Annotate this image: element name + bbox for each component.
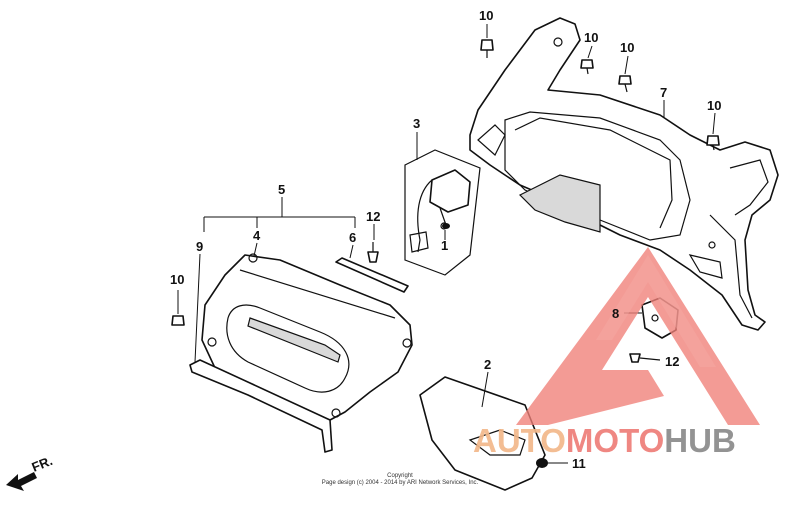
callout-10-c: 10 [620,40,634,55]
screw-10-a [480,39,494,58]
screw-10-b [580,59,594,75]
watermark-hub: HUB [664,422,736,459]
callout-10-d: 10 [707,98,721,113]
screw-12-a [367,242,379,263]
watermark-triangle-logo [516,247,760,425]
svg-text:AUTOMOTOHUB: AUTOMOTOHUB [473,422,736,459]
callout-12-b: 12 [665,354,679,369]
watermark-moto: MOTO [566,422,664,459]
fr-label: FR. [30,453,55,475]
front-direction-marker: FR. [6,453,55,491]
watermark-auto: AUTO [473,422,566,459]
wire-harness-part [404,149,481,276]
front-cover-part [469,17,779,331]
copyright-line-1: Copyright [387,473,413,479]
callout-4: 4 [253,228,261,243]
callout-10-a: 10 [479,8,493,23]
arrow-left-icon [6,472,37,491]
pocket-lid-part [419,376,546,491]
meter-panel-part [201,253,413,421]
screw-10-c [618,75,632,93]
callout-11: 11 [572,456,586,471]
copyright-notice: Copyright Page design (c) 2004 - 2014 by… [322,473,479,486]
callout-10-e: 10 [170,272,184,287]
callout-6: 6 [349,230,356,245]
callout-3: 3 [413,116,420,131]
callout-5: 5 [278,182,285,197]
callouts: 10 10 10 10 10 7 3 1 12 6 5 4 9 2 8 12 1… [170,8,721,471]
screw-10-d [706,135,720,151]
leader-lines [177,24,716,464]
trim-strip-part [189,359,333,453]
copyright-line-2: Page design (c) 2004 - 2014 by ARI Netwo… [322,480,479,486]
callout-10-b: 10 [584,30,598,45]
callout-9: 9 [196,239,203,254]
screw-12-b [629,353,661,363]
clip-1 [442,223,450,229]
callout-8: 8 [612,306,619,321]
callout-7: 7 [660,85,667,100]
callout-12-a: 12 [366,209,380,224]
strip-part-6 [335,257,409,293]
screw-10-e [171,315,185,326]
automotohub-watermark: AUTOMOTOHUB [473,247,760,459]
callout-2: 2 [484,357,491,372]
clip-11 [536,458,548,468]
callout-1: 1 [441,238,448,253]
